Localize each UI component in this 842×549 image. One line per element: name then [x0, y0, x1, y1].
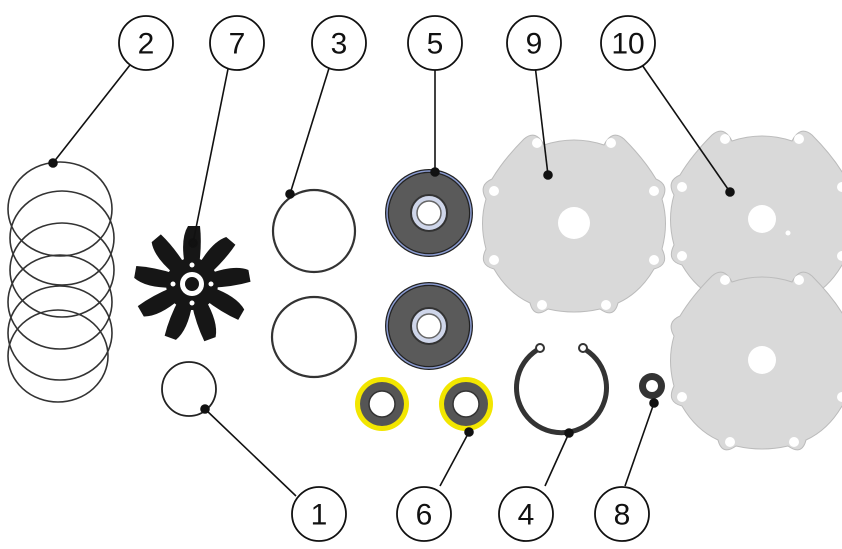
- svg-text:9: 9: [526, 28, 543, 61]
- svg-text:10: 10: [611, 28, 644, 61]
- part-4-snap-ring: [514, 343, 609, 436]
- svg-text:3: 3: [331, 28, 348, 61]
- part-5-bearing-bottom: [385, 282, 473, 370]
- callout-3: 3: [311, 15, 367, 71]
- leader-lines: [48, 61, 735, 497]
- part-6-seal-right: [439, 377, 493, 431]
- part-8-washer: [639, 373, 665, 399]
- part-1-small-o-ring: [161, 361, 217, 417]
- svg-text:5: 5: [427, 28, 444, 61]
- callout-9: 9: [506, 15, 562, 71]
- svg-text:1: 1: [311, 499, 328, 532]
- svg-text:6: 6: [416, 499, 433, 532]
- part-2-o-ring-stack: [7, 161, 115, 403]
- callout-7: 7: [209, 15, 265, 71]
- part-10-wear-plate-bottom: [670, 271, 842, 451]
- svg-text:7: 7: [229, 28, 246, 61]
- callout-10: 10: [600, 15, 656, 71]
- svg-text:8: 8: [614, 499, 631, 532]
- callout-1: 1: [291, 486, 347, 542]
- callout-5: 5: [407, 15, 463, 71]
- callout-8: 8: [594, 486, 650, 542]
- callout-2: 2: [118, 15, 174, 71]
- part-3-o-rings: [270, 188, 358, 379]
- callout-4: 4: [498, 486, 554, 542]
- part-9-wear-plate: [482, 134, 666, 314]
- part-6-seal-left: [355, 377, 409, 431]
- part-5-bearing-top: [385, 169, 473, 257]
- svg-text:4: 4: [518, 499, 535, 532]
- callout-6: 6: [396, 486, 452, 542]
- svg-text:2: 2: [138, 28, 155, 61]
- part-7-impeller: [134, 226, 251, 342]
